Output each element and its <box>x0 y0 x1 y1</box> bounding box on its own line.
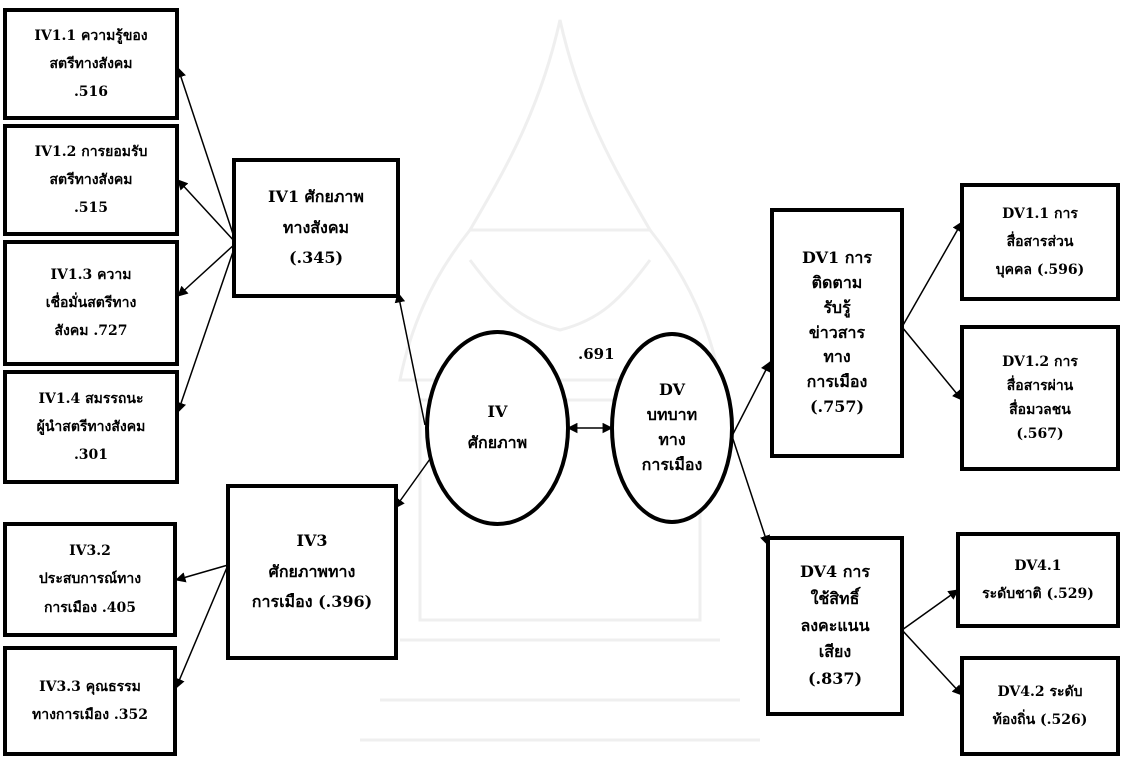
edge-iv-iv1 <box>394 291 426 426</box>
node-dv11-line-1: DV1.1 การ <box>1002 205 1078 222</box>
node-iv3-line-3: การเมือง (.396) <box>251 592 373 612</box>
node-dv12: DV1.2 การ สื่อสารผ่าน สื่อมวลชน (.567) <box>960 325 1120 471</box>
edge-iv3-iv33 <box>174 564 229 689</box>
node-dv1-line-6: การเมือง <box>806 372 868 392</box>
edge-dv-dv1 <box>731 361 771 437</box>
node-dv1-line-7: (.757) <box>809 396 865 416</box>
node-iv32: IV3.2 ประสบการณ์ทาง การเมือง .405 <box>3 522 177 637</box>
node-dv12-line-1: DV1.2 การ <box>1002 353 1078 370</box>
node-iv12-line-2: สตรีทางสังคม <box>49 171 133 188</box>
node-dv4-line-3: ลงคะแนน <box>800 615 870 635</box>
node-iv-line-2: ศักยภาพ <box>467 433 528 452</box>
node-dv-line-2: บทบาท <box>646 405 698 425</box>
node-dv1-line-1: DV1 การ <box>802 248 872 268</box>
node-iv11: IV1.1 ความรู้ของ สตรีทางสังคม .516 <box>3 8 179 120</box>
node-dv11: DV1.1 การ สื่อสารส่วน บุคคล (.596) <box>960 183 1120 301</box>
node-iv1-line-1: IV1 ศักยภาพ <box>268 186 364 206</box>
node-iv13-line-1: IV1.3 ความ <box>50 266 132 283</box>
node-iv-line-1: IV <box>487 402 508 422</box>
node-iv13-line-2: เชื่อมั่นสตรีทาง <box>45 294 137 311</box>
edge-iv1-iv12 <box>177 179 237 244</box>
node-iv32-line-3: การเมือง .405 <box>43 599 137 616</box>
node-iv33-line-1: IV3.3 คุณธรรม <box>39 678 141 695</box>
node-iv13: IV1.3 ความ เชื่อมั่นสตรีทาง สังคม .727 <box>3 240 179 366</box>
node-iv11-line-1: IV1.1 ความรู้ของ <box>34 27 148 44</box>
node-dv-line-4: การเมือง <box>641 454 703 474</box>
node-iv33-line-2: ทางการเมือง .352 <box>31 707 148 723</box>
node-iv: IV ศักยภาพ <box>425 330 570 526</box>
edge-iv1-iv14 <box>176 242 237 413</box>
node-iv11-line-2: สตรีทางสังคม <box>49 55 133 72</box>
node-iv14: IV1.4 สมรรถนะ ผู้นำสตรีทางสังคม .301 <box>3 370 179 484</box>
node-dv41-line-2: ระดับชาติ (.529) <box>982 586 1094 602</box>
node-dv42: DV4.2 ระดับ ท้องถิ่น (.526) <box>960 656 1120 756</box>
node-iv12-line-1: IV1.2 การยอมรับ <box>34 143 148 160</box>
node-dv11-line-2: สื่อสารส่วน <box>1006 233 1074 250</box>
node-dv1: DV1 การ ติดตาม รับรู้ ข่าวสาร ทาง การเมื… <box>770 208 904 458</box>
node-dv12-line-3: สื่อมวลชน <box>1009 402 1071 418</box>
node-dv12-line-2: สื่อสารผ่าน <box>1006 377 1074 394</box>
node-dv12-line-4: (.567) <box>1016 426 1064 443</box>
node-dv: DV บทบาท ทาง การเมือง <box>610 332 734 524</box>
node-dv-line-3: ทาง <box>658 430 686 449</box>
node-iv1-line-2: ทางสังคม <box>282 217 350 237</box>
node-iv11-line-3: .516 <box>73 84 109 101</box>
node-iv1-line-3: (.345) <box>288 248 344 268</box>
edge-iv1-iv11 <box>175 67 237 244</box>
node-iv32-line-2: ประสบการณ์ทาง <box>38 571 142 588</box>
node-iv3-line-2: ศักยภาพทาง <box>268 561 356 581</box>
node-dv1-line-4: ข่าวสาร <box>808 322 866 342</box>
edge-dv-dv4 <box>731 435 771 546</box>
node-dv4-line-5: (.837) <box>807 669 863 689</box>
node-iv12: IV1.2 การยอมรับ สตรีทางสังคม .515 <box>3 124 179 236</box>
node-iv14-line-1: IV1.4 สมรรถนะ <box>38 390 144 407</box>
node-iv14-line-3: .301 <box>73 447 109 464</box>
correlation-label: .691 <box>578 345 615 363</box>
node-dv1-line-3: รับรู้ <box>823 297 851 317</box>
edge-iv1-iv13 <box>177 242 237 297</box>
node-dv-line-1: DV <box>658 380 685 400</box>
node-dv1-line-2: ติดตาม <box>811 273 863 292</box>
edge-dv1-dv11 <box>901 221 963 328</box>
node-dv11-line-3: บุคคล (.596) <box>995 262 1085 279</box>
node-dv42-line-1: DV4.2 ระดับ <box>997 683 1083 700</box>
node-dv4-line-2: ใช้สิทธิ์ <box>810 588 860 608</box>
node-iv13-line-3: สังคม .727 <box>54 323 128 340</box>
node-iv12-line-3: .515 <box>73 200 109 217</box>
edge-iv3-iv32 <box>174 564 229 583</box>
edge-dv4-dv42 <box>901 629 963 696</box>
edge-dv4-dv41 <box>901 589 959 631</box>
node-iv33: IV3.3 คุณธรรม ทางการเมือง .352 <box>3 646 177 756</box>
node-iv14-line-2: ผู้นำสตรีทางสังคม <box>36 418 146 435</box>
node-dv42-line-2: ท้องถิ่น (.526) <box>992 712 1088 728</box>
node-dv4-line-1: DV4 การ <box>800 562 870 581</box>
node-dv4-line-4: เสียง <box>818 642 852 662</box>
node-dv1-line-5: ทาง <box>823 347 851 367</box>
edge-dv1-dv12 <box>901 326 963 401</box>
node-iv3: IV3 ศักยภาพทาง การเมือง (.396) <box>226 484 398 660</box>
node-iv32-line-1: IV3.2 <box>69 543 111 560</box>
node-dv4: DV4 การ ใช้สิทธิ์ ลงคะแนน เสียง (.837) <box>766 536 904 716</box>
node-dv41: DV4.1 ระดับชาติ (.529) <box>956 532 1120 628</box>
node-dv41-line-1: DV4.1 <box>1014 557 1062 574</box>
node-iv3-line-1: IV3 <box>296 530 328 550</box>
node-iv1: IV1 ศักยภาพ ทางสังคม (.345) <box>232 158 400 298</box>
